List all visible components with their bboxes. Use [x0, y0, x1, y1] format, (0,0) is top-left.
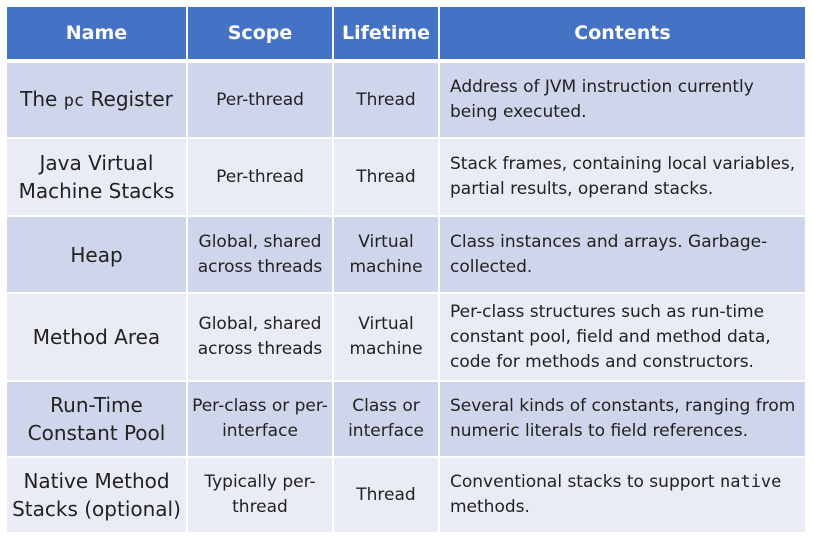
cell-name: Native Method Stacks (optional)	[7, 457, 188, 534]
table-row: Method Area Global, shared across thread…	[7, 293, 805, 382]
cell-name: Method Area	[7, 293, 188, 382]
header-contents: Contents	[439, 7, 805, 63]
cell-contents: Address of JVM instruction currently bei…	[439, 61, 805, 139]
table-row: Java Virtual Machine Stacks Per-thread T…	[7, 138, 805, 217]
cell-scope: Per-class or per-interface	[187, 381, 334, 458]
cell-contents: Several kinds of constants, ranging from…	[439, 381, 805, 458]
cell-contents: Per-class structures such as run-time co…	[439, 293, 805, 382]
cell-contents-text: Conventional stacks to support	[450, 472, 720, 492]
table-row: Heap Global, shared across threads Virtu…	[7, 216, 805, 294]
cell-name-code: pc	[63, 91, 85, 111]
cell-contents: Conventional stacks to support native me…	[439, 457, 805, 534]
cell-name: The pc Register	[7, 61, 188, 139]
jvm-memory-areas-table: Name Scope Lifetime Contents The pc Regi…	[7, 7, 805, 534]
cell-name: Java Virtual Machine Stacks	[7, 138, 188, 217]
cell-name-text: The	[20, 87, 64, 111]
cell-lifetime: Thread	[333, 61, 440, 139]
cell-contents: Stack frames, containing local variables…	[439, 138, 805, 217]
cell-lifetime: Virtual machine	[333, 216, 440, 294]
header-row: Name Scope Lifetime Contents	[7, 7, 805, 63]
cell-scope: Global, shared across threads	[187, 216, 334, 294]
cell-lifetime: Thread	[333, 457, 440, 534]
cell-contents-code: native	[719, 472, 782, 492]
table-row: Native Method Stacks (optional) Typicall…	[7, 457, 805, 534]
header-scope: Scope	[187, 7, 334, 63]
cell-scope: Per-thread	[187, 61, 334, 139]
cell-lifetime: Thread	[333, 138, 440, 217]
header-lifetime: Lifetime	[333, 7, 440, 63]
table-row: The pc Register Per-thread Thread Addres…	[7, 61, 805, 139]
cell-name-text-post: Register	[84, 87, 173, 111]
cell-contents: Class instances and arrays. Garbage-coll…	[439, 216, 805, 294]
cell-scope: Global, shared across threads	[187, 293, 334, 382]
jvm-memory-areas-table-container: Name Scope Lifetime Contents The pc Regi…	[7, 7, 805, 534]
cell-scope: Typically per-thread	[187, 457, 334, 534]
table-row: Run-Time Constant Pool Per-class or per-…	[7, 381, 805, 458]
cell-lifetime: Class or interface	[333, 381, 440, 458]
cell-name: Run-Time Constant Pool	[7, 381, 188, 458]
header-name: Name	[7, 7, 188, 63]
cell-name: Heap	[7, 216, 188, 294]
cell-scope: Per-thread	[187, 138, 334, 217]
cell-lifetime: Virtual machine	[333, 293, 440, 382]
cell-contents-text-post: methods.	[450, 497, 530, 517]
